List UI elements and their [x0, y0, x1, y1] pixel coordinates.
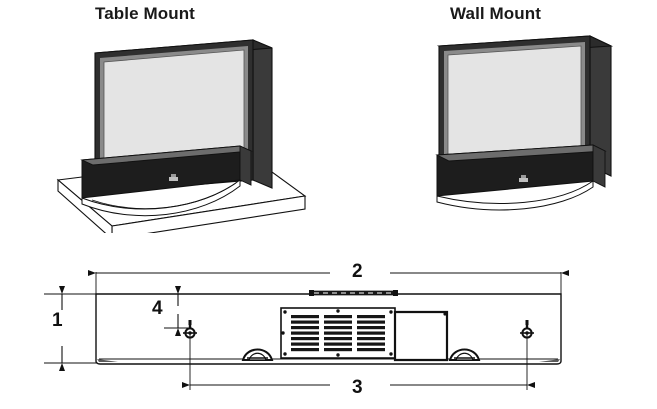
keyhole-slot-right: [520, 320, 534, 339]
cable-recess-block: [393, 310, 449, 362]
vent-grille: [291, 315, 385, 352]
brand-logo: [169, 174, 178, 181]
figure-title-wall-mount: Wall Mount: [450, 4, 542, 23]
soundbar: [80, 145, 253, 217]
brand-logo: [519, 175, 528, 182]
technical-drawing: [0, 250, 657, 409]
dimension-label-4: 4: [152, 298, 163, 319]
rubber-foot-right: [448, 348, 481, 361]
dimension-line-2: [88, 270, 569, 296]
dimension-label-3: 3: [352, 377, 363, 398]
soundbar: [435, 144, 607, 211]
dimension-line-4: [164, 286, 192, 336]
top-edge-strip: [309, 290, 398, 296]
figure-wall-mount: [415, 28, 640, 223]
dimension-label-2: 2: [352, 261, 363, 282]
dimension-line-3: [182, 334, 535, 390]
dimension-line-1: [44, 286, 98, 371]
rubber-foot-left: [241, 348, 274, 361]
keyhole-slot-left: [183, 320, 197, 339]
figure-title-table-mount: Table Mount: [95, 4, 195, 23]
dimension-label-1: 1: [52, 310, 63, 331]
figure-table-mount: [40, 28, 320, 233]
